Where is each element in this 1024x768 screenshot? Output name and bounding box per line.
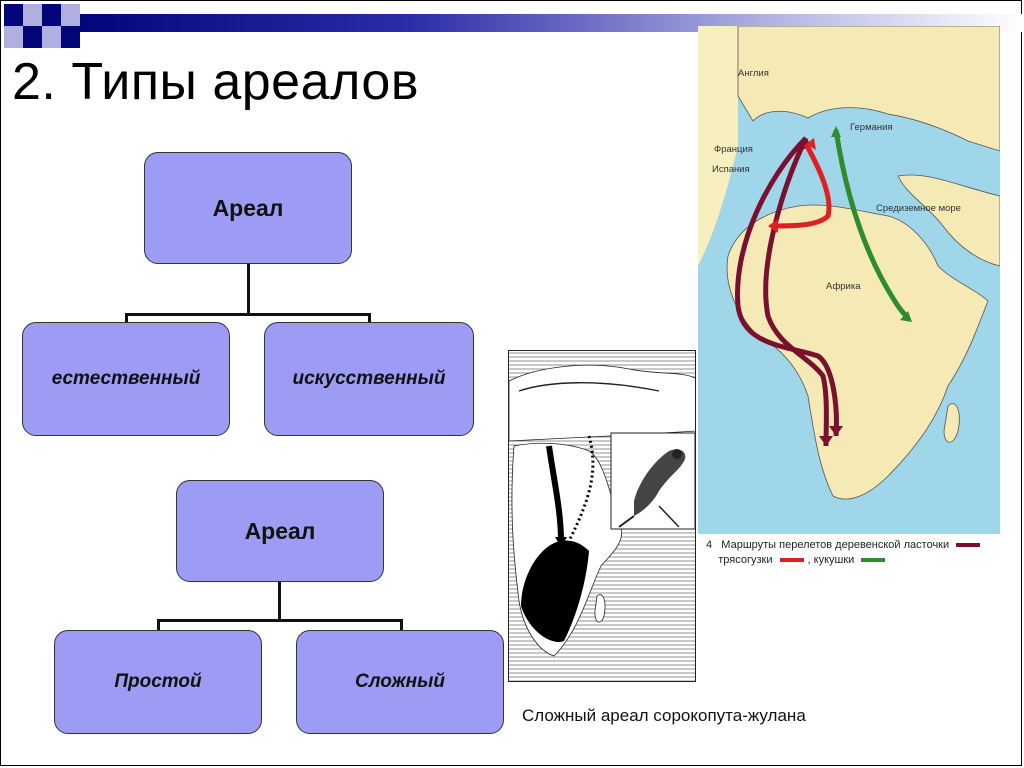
diagram2-root-label: Ареал xyxy=(244,517,316,544)
map-label-spain: Испания xyxy=(712,164,750,175)
diagram2-root-box: Ареал xyxy=(176,480,384,582)
diagram1-child-label: естественный xyxy=(51,368,201,389)
connector-line xyxy=(125,313,371,316)
slide-title: 2. Типы ареалов xyxy=(12,53,419,111)
map-label-germany: Германия xyxy=(850,122,893,133)
caption-line1: Маршруты перелетов деревенской ласточки xyxy=(721,539,950,551)
shrike-range-map xyxy=(508,350,696,682)
connector-line xyxy=(125,313,128,323)
diagram1-child-label: искусственный xyxy=(292,368,446,389)
map-label-mediterranean: Средиземное море xyxy=(876,203,961,214)
shrike-map-caption: Сложный ареал сорокопута-жулана xyxy=(522,706,806,725)
migration-map-svg xyxy=(698,26,1000,534)
diagram1-root-box: Ареал xyxy=(144,152,352,264)
diagram2-child-box-simple: Простой xyxy=(54,630,262,734)
map-label-france: Франция xyxy=(714,144,753,155)
migration-map: Англия Германия Франция Испания Средизем… xyxy=(698,26,1000,534)
diagram1-root-label: Ареал xyxy=(212,194,284,221)
figure-number: 4 xyxy=(706,539,713,551)
checker-decoration xyxy=(4,4,80,48)
connector-line xyxy=(157,619,403,622)
shrike-map-svg xyxy=(509,351,695,681)
legend-cuckoo-swatch xyxy=(861,558,886,563)
legend-wagtail-swatch xyxy=(779,558,804,563)
map-label-england: Англия xyxy=(738,68,769,79)
caption-wagtail: трясогузки xyxy=(718,554,773,566)
migration-map-caption: 4 Маршруты перелетов деревенской ласточк… xyxy=(706,538,984,568)
map-label-africa: Африка xyxy=(826,281,861,292)
diagram2-child-label: Простой xyxy=(114,671,202,692)
diagram1-child-box-natural: естественный xyxy=(22,322,230,436)
legend-swallow-swatch xyxy=(956,543,981,548)
connector-line xyxy=(278,582,281,620)
diagram1-child-box-artificial: искусственный xyxy=(264,322,474,436)
caption-cuckoo: , кукушки xyxy=(807,554,855,566)
connector-line xyxy=(400,619,403,631)
connector-line xyxy=(157,619,160,631)
connector-line xyxy=(368,313,371,323)
diagram2-child-box-complex: Сложный xyxy=(296,630,504,734)
connector-line xyxy=(247,264,250,314)
diagram2-child-label: Сложный xyxy=(355,671,445,692)
